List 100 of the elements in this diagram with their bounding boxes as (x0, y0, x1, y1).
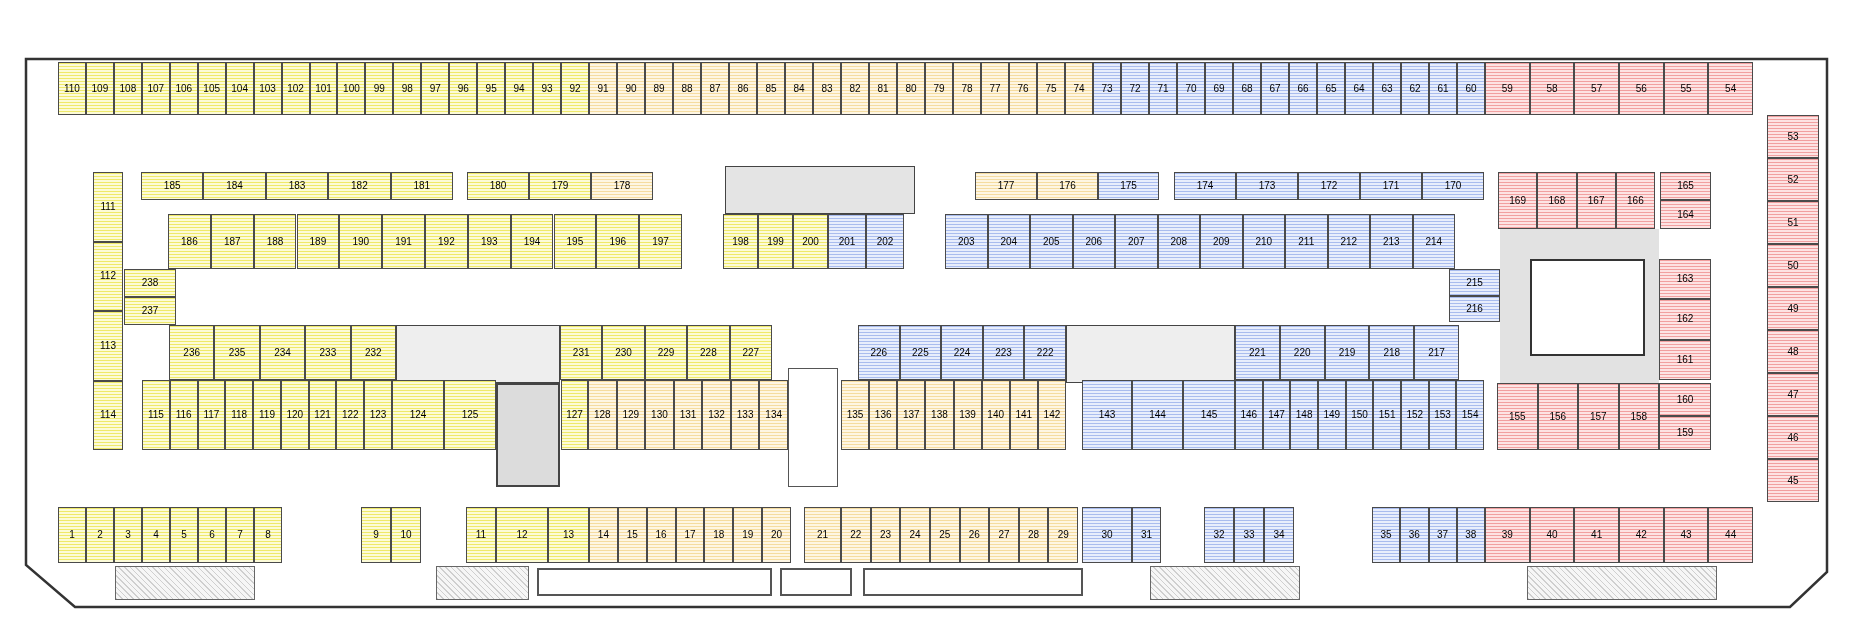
storage-unit: 31 (1132, 507, 1161, 563)
storage-unit: 41 (1574, 507, 1619, 563)
storage-unit: 113 (93, 311, 123, 381)
storage-unit: 43 (1663, 507, 1709, 563)
storage-unit: 26 (959, 507, 990, 563)
storage-unit: 139 (953, 380, 982, 450)
storage-unit: 69 (1205, 62, 1233, 115)
storage-unit: 187 (210, 214, 254, 269)
storage-unit: 6 (198, 507, 226, 563)
storage-unit: 223 (982, 325, 1025, 380)
storage-unit: 116 (169, 380, 198, 450)
storage-unit: 76 (1009, 62, 1037, 115)
storage-unit: 127 (561, 380, 588, 450)
storage-unit: 163 (1659, 259, 1711, 300)
storage-unit: 33 (1234, 507, 1264, 563)
storage-unit: 168 (1537, 172, 1577, 229)
storage-unit: 87 (701, 62, 729, 115)
storage-unit: 115 (142, 380, 170, 450)
storage-unit: 203 (945, 214, 988, 269)
storage-unit: 160 (1659, 383, 1711, 416)
storage-unit: 10 (391, 507, 421, 563)
storage-unit: 38 (1456, 507, 1485, 563)
storage-unit: 14 (589, 507, 618, 563)
storage-unit: 228 (687, 325, 730, 380)
storage-unit: 234 (259, 325, 306, 380)
storage-unit: 149 (1318, 380, 1346, 450)
storage-unit: 142 (1037, 380, 1066, 450)
storage-unit: 179 (529, 172, 591, 200)
storage-unit: 170 (1422, 172, 1484, 200)
storage-unit: 119 (253, 380, 281, 450)
storage-unit: 120 (280, 380, 309, 450)
storage-unit: 156 (1537, 383, 1578, 450)
storage-unit: 103 (253, 62, 282, 115)
storage-unit: 232 (350, 325, 396, 380)
storage-unit: 72 (1121, 62, 1149, 115)
storage-unit: 136 (869, 380, 898, 450)
storage-unit: 9 (361, 507, 391, 563)
storage-unit: 102 (281, 62, 310, 115)
storage-unit: 131 (673, 380, 703, 450)
storage-unit: 101 (309, 62, 338, 115)
storage-unit: 112 (93, 241, 123, 311)
storage-unit: 178 (591, 172, 653, 200)
storage-unit: 196 (596, 214, 640, 269)
storage-unit: 5 (170, 507, 198, 563)
storage-unit: 108 (113, 62, 142, 115)
storage-unit: 199 (758, 214, 793, 269)
storage-unit: 80 (897, 62, 925, 115)
storage-unit: 11 (466, 507, 496, 563)
storage-unit: 56 (1619, 62, 1664, 115)
storage-unit: 188 (253, 214, 297, 269)
storage-unit: 93 (533, 62, 562, 115)
storage-unit: 158 (1618, 383, 1659, 450)
storage-unit: 148 (1290, 380, 1318, 450)
storage-unit: 200 (793, 214, 828, 269)
storage-unit: 50 (1767, 244, 1819, 287)
storage-unit: 122 (336, 380, 365, 450)
storage-unit: 28 (1018, 507, 1049, 563)
storage-unit: 184 (203, 172, 266, 200)
storage-unit: 65 (1317, 62, 1345, 115)
storage-unit: 166 (1615, 172, 1655, 229)
storage-unit: 231 (560, 325, 603, 380)
storage-unit: 219 (1324, 325, 1370, 380)
storage-unit: 32 (1204, 507, 1234, 563)
storage-unit: 96 (449, 62, 478, 115)
storage-unit: 71 (1149, 62, 1177, 115)
storage-unit: 106 (169, 62, 198, 115)
storage-unit: 67 (1261, 62, 1289, 115)
storage-unit: 205 (1030, 214, 1073, 269)
storage-unit: 61 (1429, 62, 1457, 115)
storage-unit: 1 (58, 507, 86, 563)
storage-unit: 174 (1174, 172, 1236, 200)
storage-unit: 78 (953, 62, 981, 115)
storage-unit: 236 (169, 325, 215, 380)
storage-unit: 74 (1065, 62, 1093, 115)
storage-unit: 197 (639, 214, 682, 269)
storage-unit: 192 (425, 214, 468, 269)
storage-unit: 172 (1298, 172, 1360, 200)
storage-unit: 90 (617, 62, 645, 115)
storage-unit: 118 (225, 380, 254, 450)
storage-unit: 54 (1708, 62, 1753, 115)
storage-unit: 79 (925, 62, 953, 115)
storage-unit: 194 (510, 214, 554, 269)
storage-unit: 48 (1767, 330, 1819, 373)
storage-unit: 37 (1428, 507, 1457, 563)
storage-unit: 161 (1659, 339, 1711, 380)
storage-unit: 16 (646, 507, 676, 563)
storage-unit: 140 (981, 380, 1010, 450)
storage-unit: 88 (673, 62, 701, 115)
storage-unit: 202 (866, 214, 904, 269)
storage-unit: 235 (214, 325, 260, 380)
storage-unit: 130 (645, 380, 674, 450)
storage-unit: 213 (1370, 214, 1413, 269)
storage-unit: 47 (1767, 373, 1819, 416)
storage-unit: 201 (828, 214, 866, 269)
storage-unit: 193 (467, 214, 511, 269)
storage-unit: 77 (981, 62, 1009, 115)
storage-unit: 109 (85, 62, 114, 115)
storage-unit: 123 (364, 380, 392, 450)
storage-unit: 73 (1093, 62, 1121, 115)
storage-unit: 175 (1098, 172, 1159, 200)
